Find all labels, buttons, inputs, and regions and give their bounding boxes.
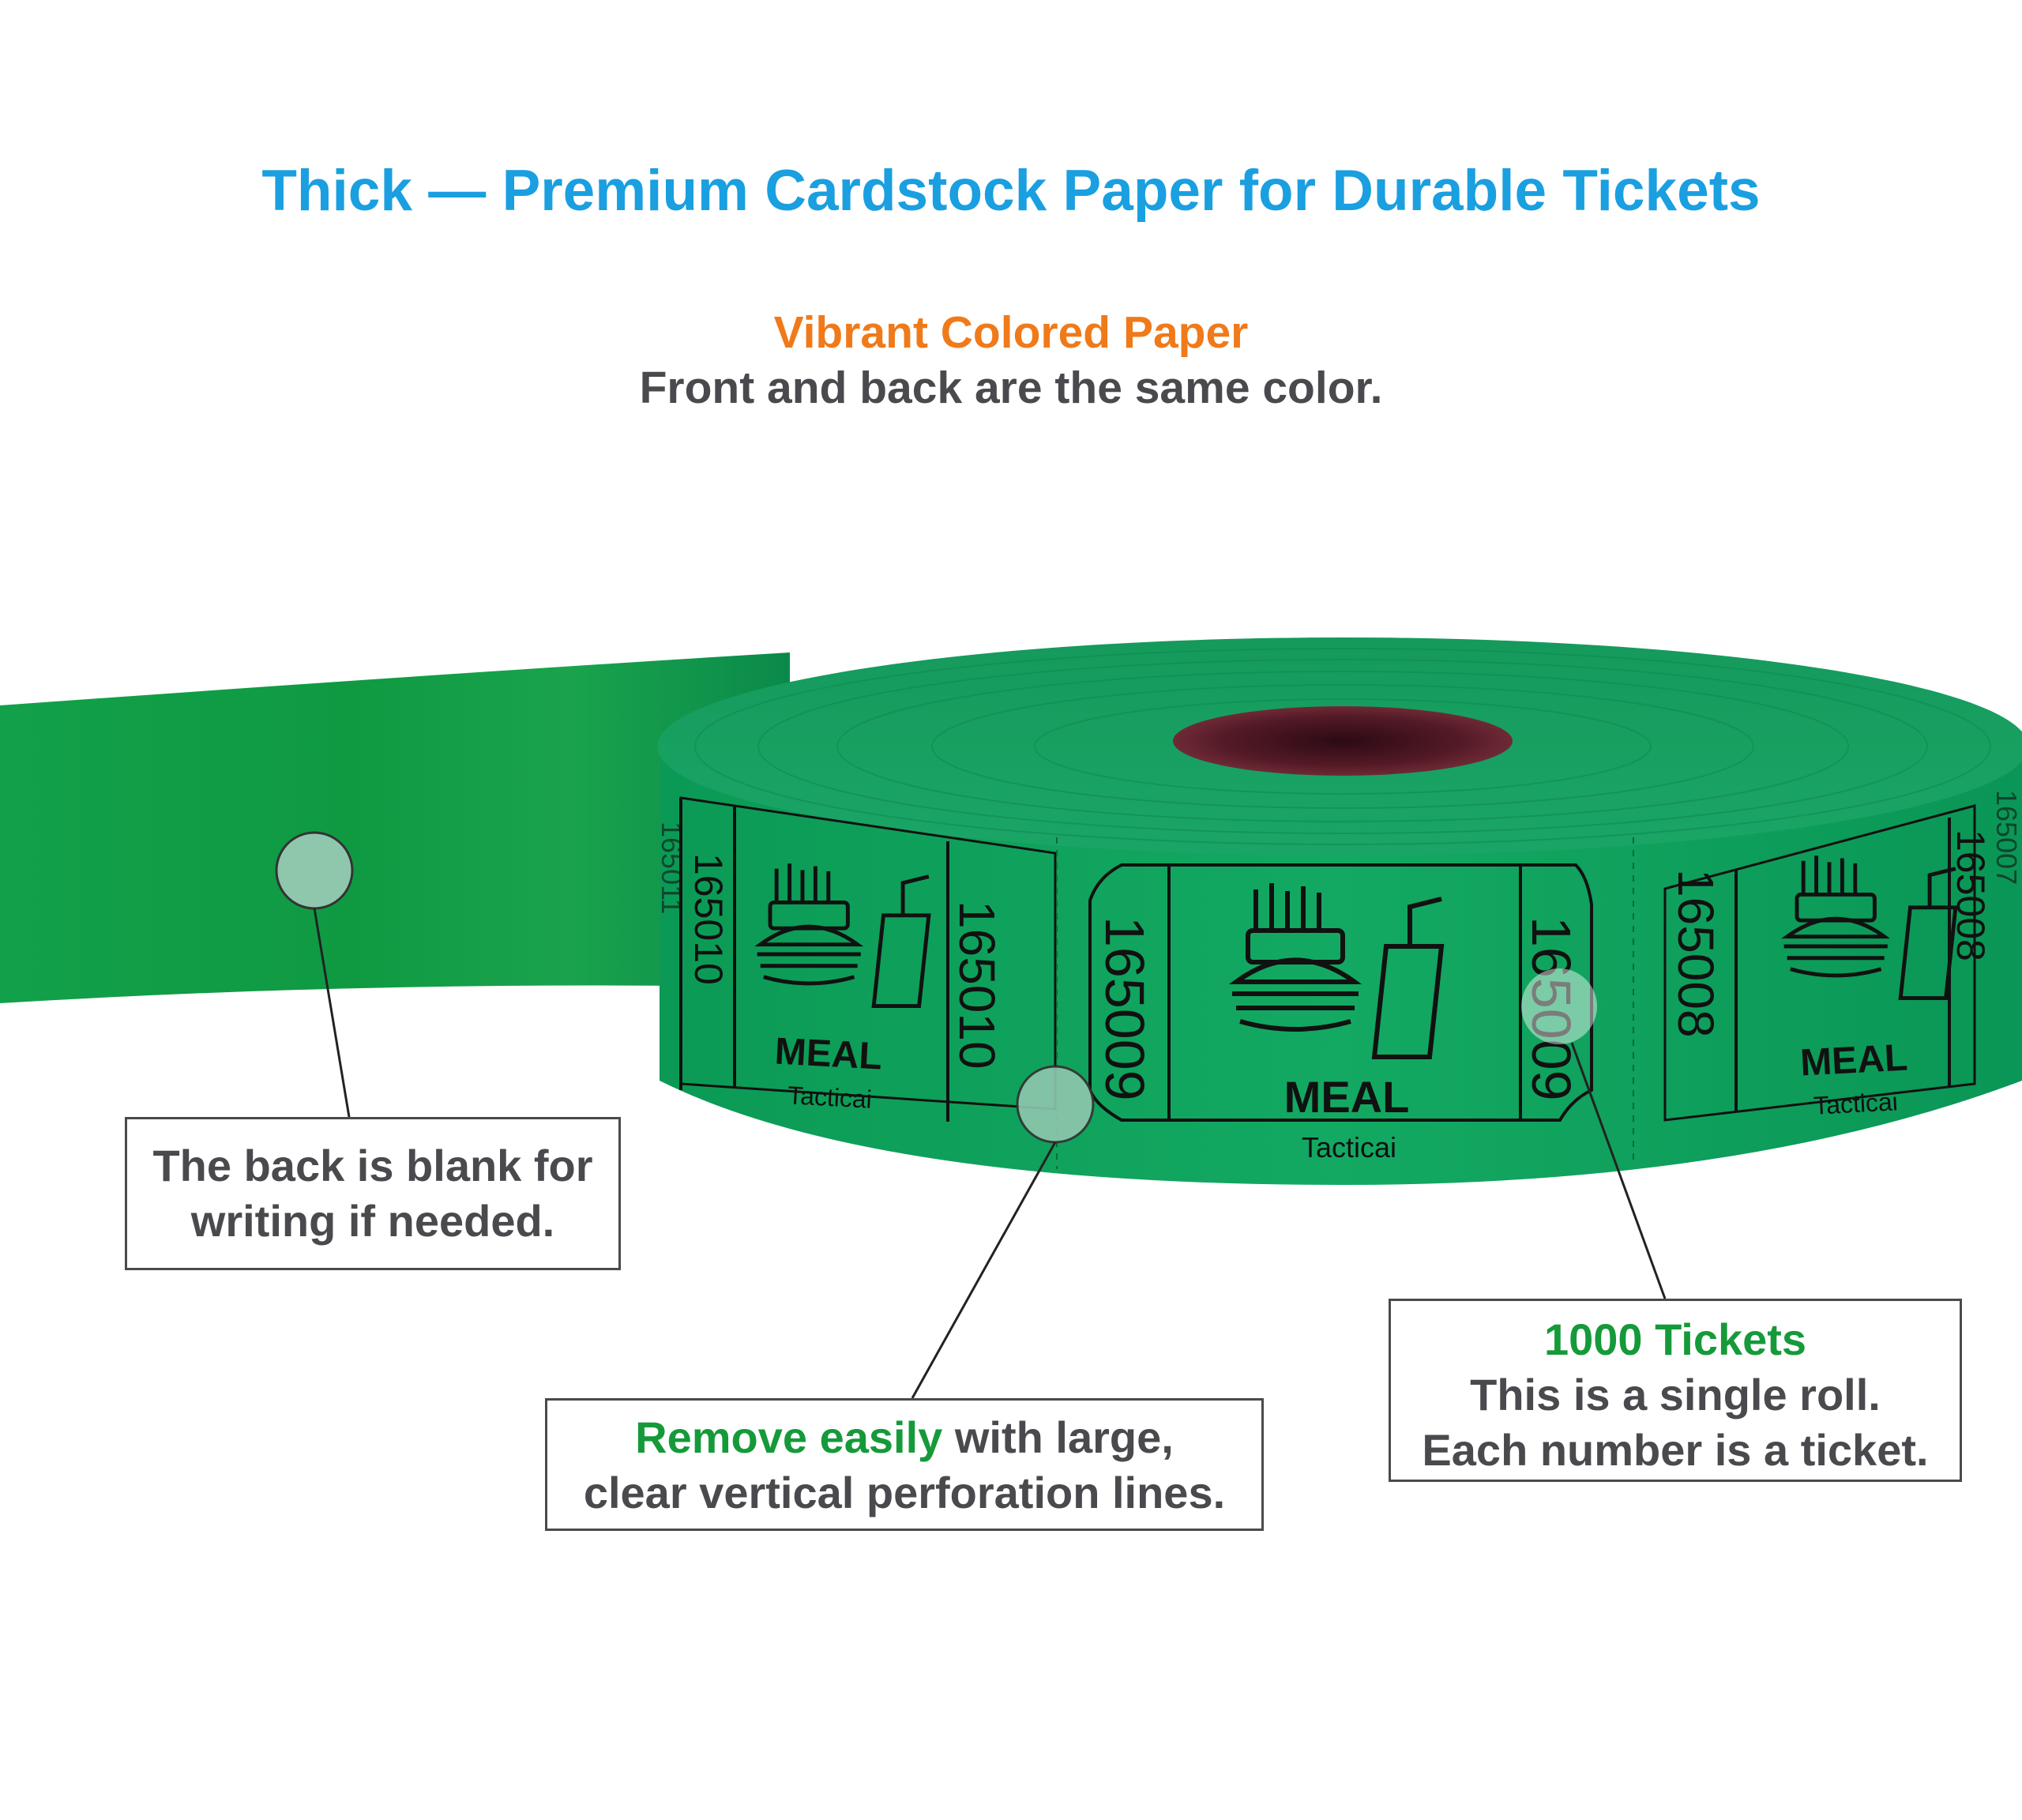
ticket-number: 165009	[1094, 916, 1156, 1101]
callout-perf-line2: clear vertical perforation lines.	[583, 1468, 1226, 1517]
ticket-number: 165008	[1667, 869, 1724, 1038]
ticket-brand: Tacticai	[1813, 1087, 1898, 1120]
callout-back-blank: The back is blank for writing if needed.	[125, 1117, 621, 1270]
callout-perf-line1: with large,	[942, 1412, 1174, 1462]
ticket-label: MEAL	[774, 1030, 884, 1077]
callout-tickets-accent: 1000 Tickets	[1543, 1314, 1807, 1364]
ticket-number: 165011	[656, 822, 688, 914]
ticket-number: 165010	[686, 853, 731, 985]
marker-perforation	[1016, 1065, 1095, 1144]
callout-back-line2: writing if needed.	[190, 1196, 555, 1246]
ticket-brand: Tacticai	[1302, 1131, 1396, 1164]
ticket-label: MEAL	[1284, 1072, 1410, 1122]
meal-icon	[754, 855, 1958, 1059]
ticket-165009	[1088, 863, 1593, 1122]
ticket-label: MEAL	[1799, 1036, 1909, 1084]
subtitle: Front and back are the same color.	[639, 363, 1383, 413]
callout-perforation: Remove easily with large, clear vertical…	[545, 1398, 1264, 1531]
callout-tickets-line1: This is a single roll.	[1470, 1370, 1881, 1420]
callout-tickets-line2: Each number is a ticket.	[1422, 1425, 1929, 1475]
callout-markers	[275, 831, 1667, 1399]
paper-strip	[0, 652, 790, 1003]
roll-side	[660, 746, 2022, 1185]
ticket-number: 165010	[949, 901, 1005, 1070]
ticket-number: 165009	[1520, 916, 1582, 1101]
marker-back	[275, 831, 354, 910]
callout-back-line1: The back is blank for	[152, 1141, 593, 1190]
callout-ticket-count: 1000 Tickets This is a single roll. Each…	[1389, 1299, 1962, 1482]
callout-perf-accent: Remove easily	[635, 1412, 943, 1462]
subtitle-accent: Vibrant Colored Paper	[773, 307, 1249, 358]
page-title: Thick — Premium Cardstock Paper for Dura…	[261, 159, 1761, 223]
ticket-number: 165007	[1990, 790, 2022, 885]
ticket-number: 165008	[1949, 829, 1993, 961]
ticket-brand: Tacticai	[787, 1081, 872, 1114]
roll-core	[1173, 706, 1513, 776]
marker-ticket-number	[1521, 968, 1597, 1044]
